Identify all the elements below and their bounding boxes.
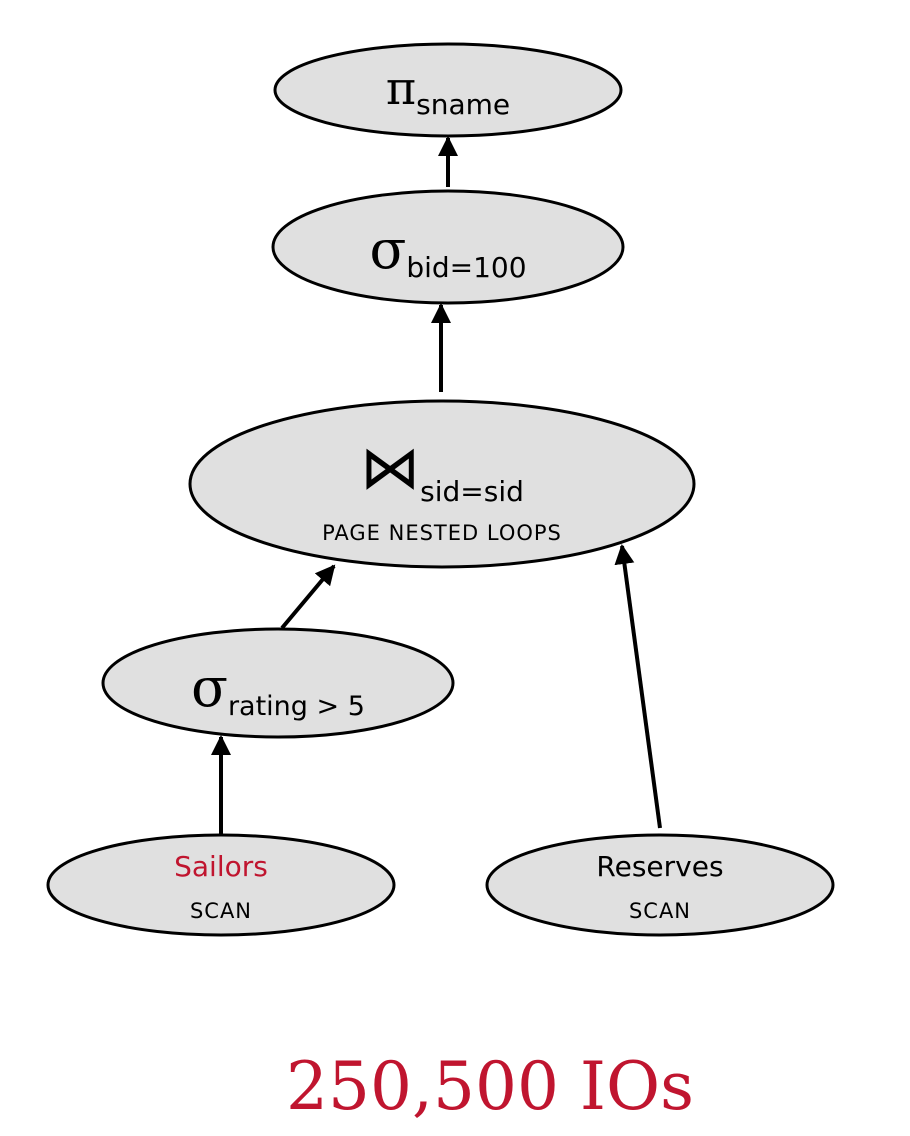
project-node: πsname (273, 42, 623, 138)
select-rating-subscript: rating > 5 (228, 691, 365, 722)
reserves-access: SCAN (629, 899, 691, 923)
sigma-symbol: σ (369, 218, 406, 281)
join-subscript: sid=sid (420, 475, 524, 508)
io-cost-label: 250,500 IOs (286, 1048, 694, 1125)
bowtie-symbol: ⋈ (360, 433, 420, 503)
svg-text:σbid=100: σbid=100 (369, 218, 526, 284)
reserves-node: Reserves SCAN (485, 833, 835, 937)
svg-text:⋈sid=sid: ⋈sid=sid (360, 433, 524, 508)
sailors-label: Sailors (174, 850, 268, 883)
project-subscript: sname (416, 88, 510, 121)
reserves-label: Reserves (596, 850, 723, 883)
sailors-node: Sailors SCAN (46, 833, 396, 937)
edge-select-rating-to-join (280, 564, 336, 630)
svg-text:σrating > 5: σrating > 5 (191, 656, 365, 722)
pi-symbol: π (386, 61, 416, 115)
select-rating-node: σrating > 5 (101, 627, 455, 739)
join-node: ⋈sid=sid PAGE NESTED LOOPS (188, 399, 696, 569)
join-method: PAGE NESTED LOOPS (322, 521, 562, 545)
select-bid-subscript: bid=100 (406, 251, 526, 284)
sigma-symbol: σ (191, 656, 228, 719)
select-bid-node: σbid=100 (271, 189, 625, 305)
sailors-access: SCAN (190, 899, 252, 923)
edge-reserves-to-join (614, 544, 662, 829)
svg-text:πsname: πsname (386, 61, 510, 121)
